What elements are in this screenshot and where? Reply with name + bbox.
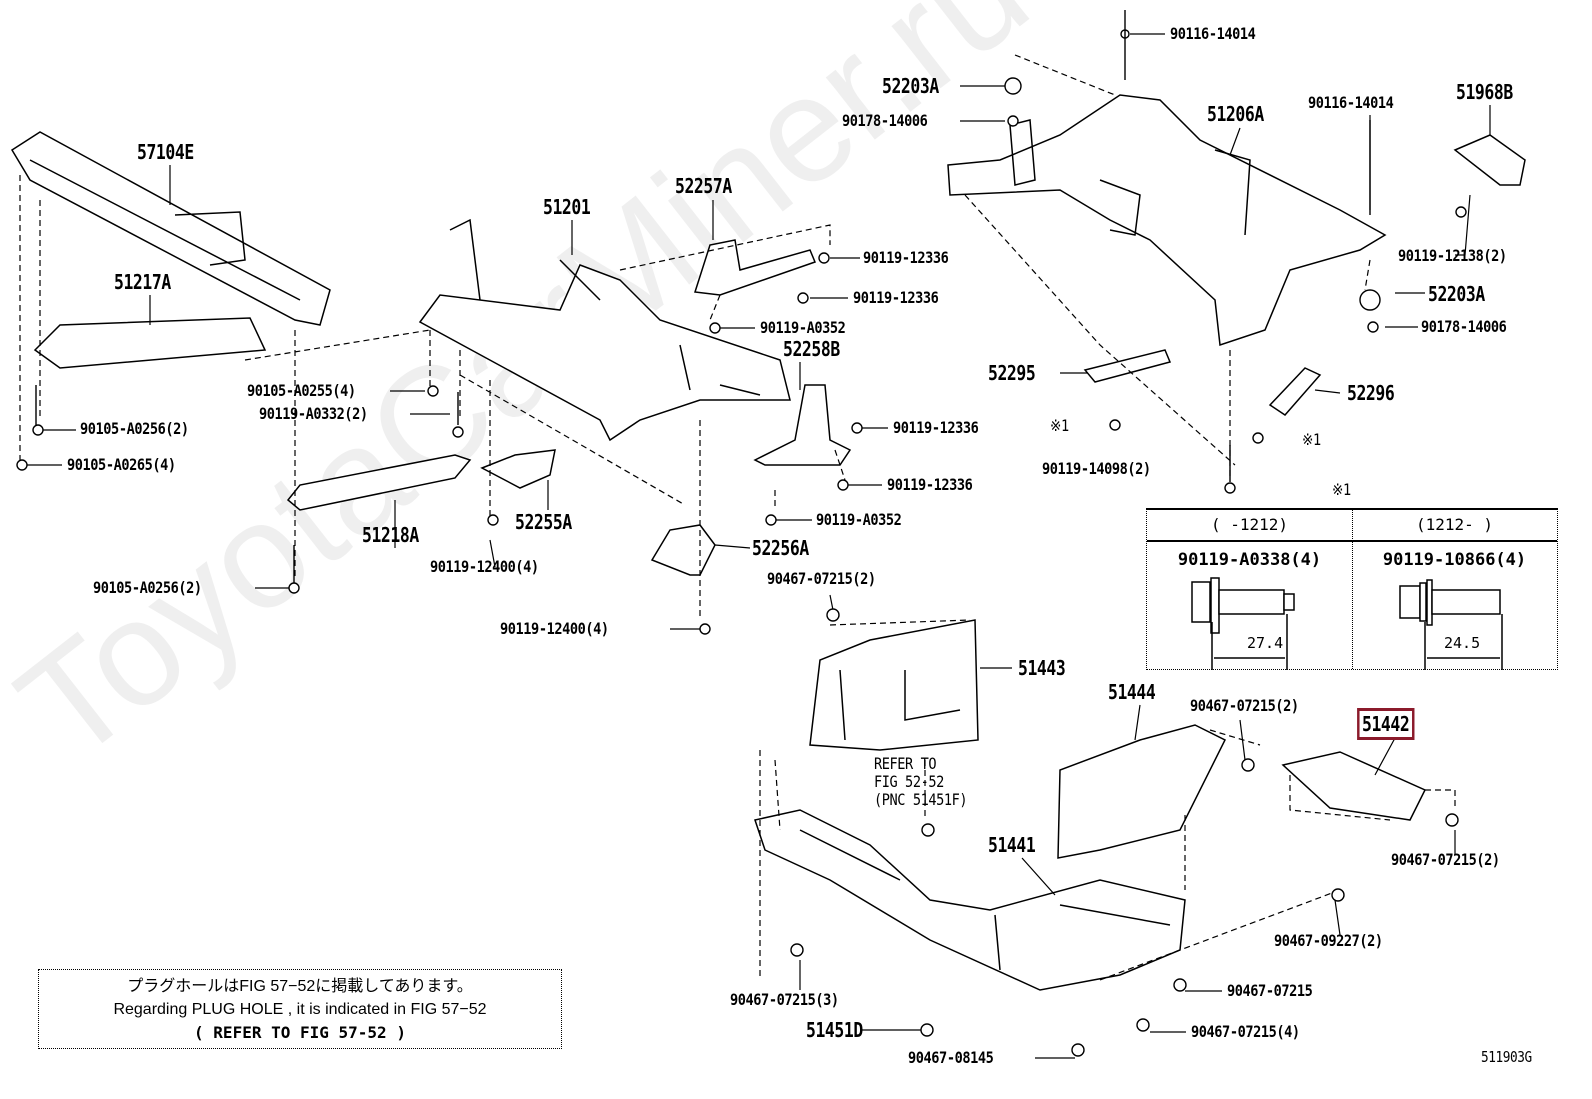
label-fastener[interactable]: 90467-07215(2) [1391, 850, 1500, 869]
part-51206A-drawing [947, 94, 1387, 347]
assembly-guides [19, 54, 1456, 981]
label-fastener[interactable]: 90119-A0352 [760, 318, 846, 337]
note-english: Regarding PLUG HOLE , it is indicated in… [113, 1001, 487, 1018]
label-52203A-top[interactable]: 52203A [882, 74, 939, 98]
reference-mark: ※1 [1302, 430, 1321, 449]
bolt-icon [1191, 577, 1295, 670]
label-52296[interactable]: 52296 [1347, 381, 1395, 405]
label-fastener[interactable]: 90105-A0265(4) [67, 455, 176, 474]
part-51218A-drawing [286, 454, 472, 511]
dimension-right: 24.5 [1444, 634, 1481, 652]
plug-hole-note: プラグホールはFIG 57−52に掲載してあります。 Regarding PLU… [38, 969, 562, 1049]
part-51442-drawing [1281, 751, 1427, 821]
label-fastener[interactable]: 90467-07215(4) [1191, 1022, 1300, 1041]
label-52255A[interactable]: 52255A [515, 510, 572, 534]
diagram-code: 511903G [1481, 1048, 1532, 1066]
label-fastener[interactable]: 90119-12400(4) [500, 619, 609, 638]
fasteners-drawing [16, 10, 1467, 1057]
refer-note-line1: REFER TO [874, 754, 937, 773]
label-51441[interactable]: 51441 [988, 833, 1036, 857]
refer-note-line3: (PNC 51451F) [874, 790, 968, 809]
part-52295-drawing [1083, 349, 1172, 383]
label-51218A[interactable]: 51218A [362, 523, 419, 547]
label-fastener[interactable]: 90467-07215(3) [730, 990, 839, 1009]
dimension-left: 27.4 [1247, 634, 1284, 652]
label-52256A[interactable]: 52256A [752, 536, 809, 560]
bolt-icon [1399, 579, 1503, 670]
label-fastener[interactable]: 90178-14006 [1421, 317, 1507, 336]
part-52257A-drawing [694, 239, 816, 296]
label-fastener[interactable]: 90467-07215(2) [1190, 696, 1299, 715]
label-fastener[interactable]: 90467-07215 [1227, 981, 1313, 1000]
label-fastener[interactable]: 90119-12336 [887, 475, 973, 494]
label-fastener[interactable]: 90119-A0332(2) [259, 404, 368, 423]
part-52258B-drawing [753, 384, 852, 466]
label-fastener[interactable]: 90105-A0255(4) [247, 381, 356, 400]
part-52296-drawing [1268, 367, 1322, 416]
note-japanese: プラグホールはFIG 57−52に掲載してあります。 [127, 978, 473, 995]
label-fastener[interactable]: 90105-A0256(2) [80, 419, 189, 438]
reference-mark: ※1 [1332, 480, 1351, 499]
label-fastener[interactable]: 90119-12336 [853, 288, 939, 307]
part-52256A-drawing [650, 524, 716, 576]
note-refer[interactable]: ( REFER TO FIG 57-52 ) [194, 1023, 406, 1042]
part-51441-drawing [754, 809, 1186, 991]
part-57104E-drawing [10, 131, 331, 326]
label-52295[interactable]: 52295 [988, 361, 1036, 385]
label-51442-highlighted[interactable]: 51442 [1357, 708, 1415, 740]
label-51201[interactable]: 51201 [543, 195, 591, 219]
label-52203A-right[interactable]: 52203A [1428, 282, 1485, 306]
label-fastener[interactable]: 90467-07215(2) [767, 569, 876, 588]
part-51217A-drawing [33, 317, 267, 369]
table-column-right: (1212- ) 90119-10866(4) 24.5 [1352, 510, 1557, 670]
table-column-left: ( -1212) 90119-A0338(4) 27.4 [1147, 510, 1353, 670]
label-fastener[interactable]: 90119-12400(4) [430, 557, 539, 576]
reference-mark: ※1 [1050, 416, 1069, 435]
label-51968B[interactable]: 51968B [1456, 80, 1513, 104]
label-fastener[interactable]: 90119-12336 [863, 248, 949, 267]
label-fastener[interactable]: 90116-14014 [1308, 93, 1394, 112]
table-header-right: (1212- ) [1352, 510, 1557, 542]
label-fastener[interactable]: 90119-14098(2) [1042, 459, 1151, 478]
label-fastener[interactable]: 90178-14006 [842, 111, 928, 130]
part-52255A-drawing [480, 449, 556, 489]
table-part-right[interactable]: 90119-10866(4) [1382, 550, 1527, 570]
label-52257A[interactable]: 52257A [675, 174, 732, 198]
label-51443[interactable]: 51443 [1018, 656, 1066, 680]
table-header-left: ( -1212) [1147, 510, 1352, 542]
label-fastener[interactable]: 90119-12138(2) [1398, 246, 1507, 265]
label-fastener[interactable]: 90116-14014 [1170, 24, 1256, 43]
part-51444-drawing [1057, 724, 1227, 859]
label-fastener[interactable]: 90119-12336 [893, 418, 979, 437]
part-51201-drawing [418, 218, 791, 442]
label-51444[interactable]: 51444 [1108, 680, 1156, 704]
label-fastener[interactable]: 90467-09227(2) [1274, 931, 1383, 950]
refer-note-line2[interactable]: FIG 52-52 [874, 772, 944, 791]
table-part-left[interactable]: 90119-A0338(4) [1177, 550, 1322, 570]
label-51217A[interactable]: 51217A [114, 270, 171, 294]
label-fastener[interactable]: 90105-A0256(2) [93, 578, 202, 597]
label-51451D[interactable]: 51451D [806, 1018, 863, 1042]
label-fastener[interactable]: 90467-08145 [908, 1048, 994, 1067]
leader-lines [22, 33, 1491, 1059]
label-fastener[interactable]: 90119-A0352 [816, 510, 902, 529]
part-51443-drawing [809, 619, 979, 751]
label-51206A[interactable]: 51206A [1207, 102, 1264, 126]
label-52258B[interactable]: 52258B [783, 337, 840, 361]
bolt-comparison-table: ( -1212) 90119-A0338(4) 27.4 (1212- ) 90… [1146, 508, 1558, 670]
label-57104E[interactable]: 57104E [137, 140, 194, 164]
part-51968B-drawing [1453, 134, 1526, 186]
